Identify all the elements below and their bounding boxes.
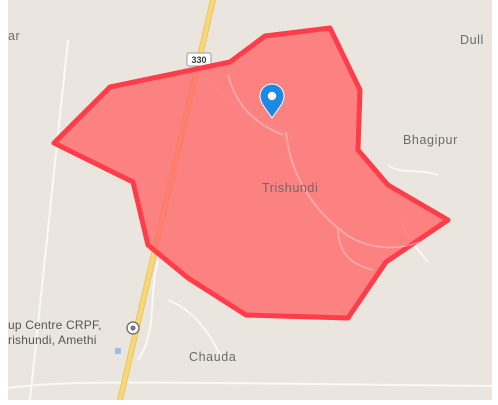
label-bhagipur: Bhagipur xyxy=(403,133,458,147)
road-shield-label: 330 xyxy=(191,55,206,65)
label-crpf-line1: up Centre CRPF, xyxy=(8,318,102,332)
area-roads xyxy=(227,74,421,271)
road-shield: 330 xyxy=(186,52,212,67)
poi-small-icon xyxy=(115,348,121,354)
poi-circle-icon[interactable] xyxy=(126,321,140,335)
label-chauda: Chauda xyxy=(189,350,236,364)
label-dull: Dull xyxy=(460,33,484,47)
label-trishundi: Trishundi xyxy=(262,181,318,195)
label-top-left-fragment: ar xyxy=(8,29,20,43)
label-crpf-line2: rishundi, Amethi xyxy=(8,333,97,347)
map-view[interactable]: 330 ar Dull Bhagipur Trishundi up Centre… xyxy=(8,0,492,400)
map-canvas[interactable]: 330 ar Dull Bhagipur Trishundi up Centre… xyxy=(8,0,492,400)
highlighted-area-polygon[interactable] xyxy=(51,25,451,321)
location-pin-icon[interactable] xyxy=(259,83,285,119)
